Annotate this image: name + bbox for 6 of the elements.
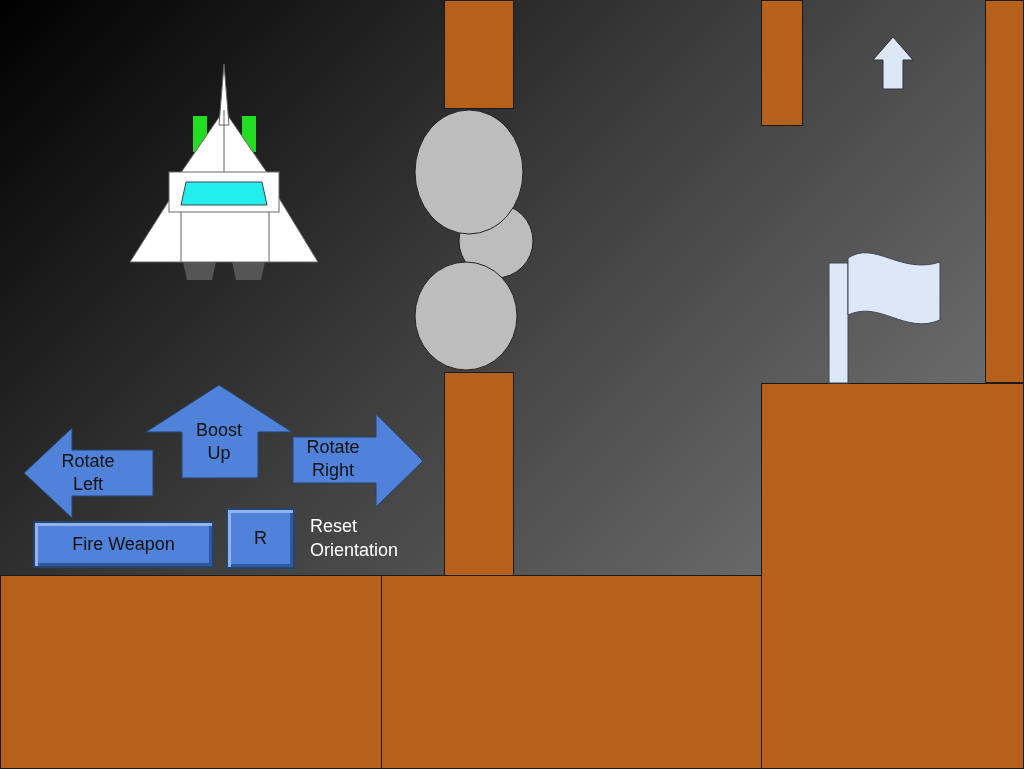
- button-label: Rotate Left: [60, 450, 116, 496]
- button-label: Boost Up: [195, 419, 243, 465]
- button-label: Rotate Right: [305, 436, 361, 482]
- fire-key: Fire Weapon: [33, 521, 214, 568]
- control-hint: Reset Orientation: [310, 515, 400, 562]
- r-key: R: [226, 508, 295, 569]
